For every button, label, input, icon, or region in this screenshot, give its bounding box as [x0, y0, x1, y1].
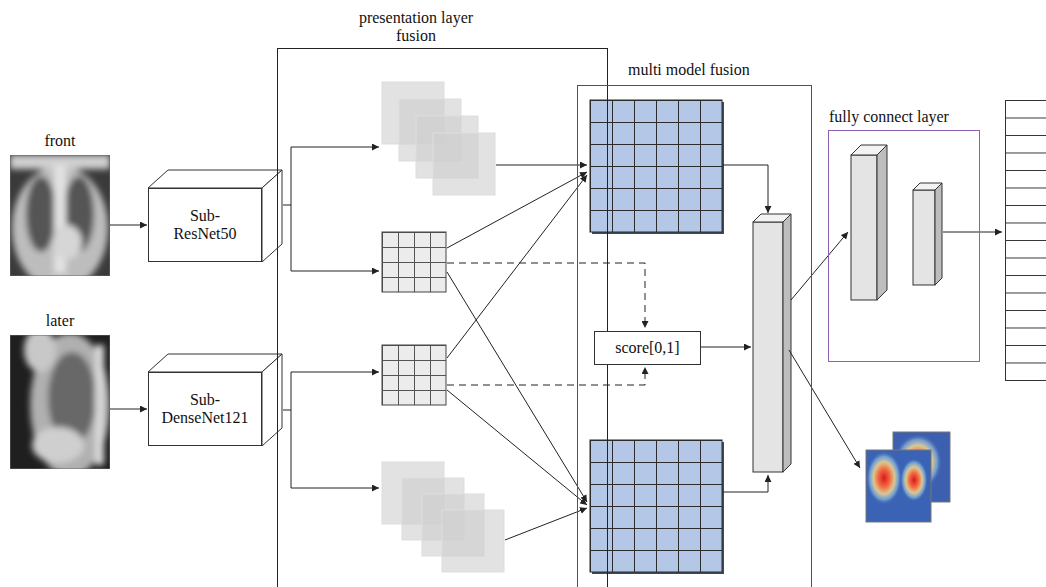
box-depth	[148, 170, 282, 188]
heatmap	[866, 451, 902, 505]
score-arrow	[447, 263, 645, 328]
heading-label: presentation layer fusion	[346, 9, 486, 46]
heading-label: later	[10, 312, 110, 330]
box-depth	[262, 354, 282, 446]
backbone-box: Sub-ResNet50	[148, 188, 262, 262]
dense-layer	[877, 145, 887, 300]
flow-arrow	[701, 347, 751, 348]
lateral-xray	[24, 335, 110, 469]
heading-label: front	[10, 132, 110, 150]
box-label: score[0,1]	[615, 339, 679, 357]
flow-arrow	[283, 147, 1002, 540]
lateral-xray	[95, 345, 104, 465]
flow-arrow	[505, 508, 587, 540]
score-arrow	[447, 367, 645, 385]
box-label: Sub-ResNet50	[159, 207, 251, 244]
output-vector	[1006, 101, 1046, 381]
box-depth	[148, 354, 282, 372]
flow-arrow	[283, 372, 379, 410]
flow-arrow	[943, 232, 1002, 233]
heatmap	[866, 432, 950, 522]
flow-arrow	[496, 165, 587, 166]
feature-maps	[382, 462, 504, 572]
flow-arrow	[723, 165, 768, 213]
feature-grid	[382, 232, 446, 405]
box-depth	[262, 170, 282, 262]
fused-map	[590, 100, 722, 232]
flow-arrow	[291, 410, 379, 488]
frontal-xray	[10, 155, 110, 276]
frontal-xray	[12, 166, 108, 276]
flow-arrow	[791, 232, 848, 300]
flow-arrow	[447, 175, 587, 358]
fusion-region: presentation layer fusion	[277, 48, 608, 587]
lateral-xray	[24, 335, 56, 372]
feature-grid	[382, 232, 446, 292]
output-vector	[1006, 101, 1046, 381]
frontal-xray	[10, 155, 110, 276]
flow-arrow	[447, 390, 587, 505]
fused-map	[590, 100, 724, 574]
xray-image: later	[10, 335, 110, 469]
lateral-xray	[10, 335, 110, 469]
flow-arrow	[447, 172, 587, 248]
fusion-region: multi model fusionscore[0,1]	[577, 85, 812, 587]
dense-layer	[851, 155, 877, 300]
flow-arrow	[110, 225, 147, 226]
frontal-xray	[52, 225, 82, 259]
lateral-xray	[10, 335, 110, 469]
frontal-xray	[26, 176, 56, 252]
dense-layer	[935, 183, 942, 285]
heading-label: fully connect layer	[829, 108, 999, 126]
score-arrow	[447, 263, 645, 385]
flow-arrow	[789, 350, 860, 468]
lateral-xray	[32, 427, 84, 463]
flow-arrow	[447, 272, 587, 502]
feature-maps	[442, 510, 504, 572]
dense-layer	[913, 190, 935, 285]
flow-arrow	[110, 409, 147, 410]
flow-arrow	[723, 475, 768, 492]
dense-layer	[851, 145, 942, 300]
score-box: score[0,1]	[594, 331, 701, 365]
feature-vector	[783, 214, 791, 472]
feature-maps	[433, 133, 495, 195]
feature-grid	[382, 345, 446, 405]
frontal-xray	[10, 155, 110, 276]
heatmap	[900, 458, 928, 502]
heatmap	[866, 450, 931, 522]
backbone-box: Sub-DenseNet121	[148, 372, 262, 446]
flow-arrow	[291, 205, 379, 271]
xray-image: front	[10, 155, 110, 276]
fused-map	[590, 440, 722, 572]
feature-vector	[753, 214, 791, 472]
heading-label: multi model fusion	[628, 61, 798, 79]
flow-arrow	[283, 147, 379, 205]
feature-maps	[382, 82, 495, 195]
feature-vector	[753, 222, 783, 472]
layer-region: fully connect layer	[828, 130, 980, 362]
box-label: Sub-DenseNet121	[159, 391, 251, 428]
